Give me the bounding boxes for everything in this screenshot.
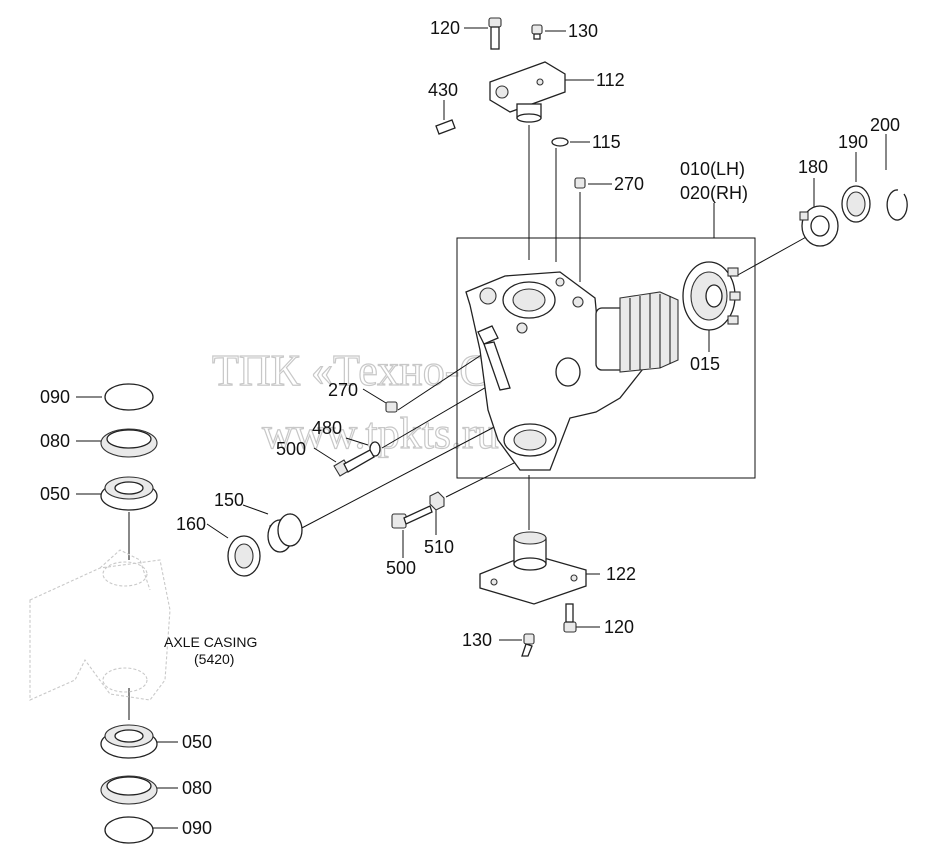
label-090-top: 090 (40, 387, 70, 407)
bolt-500-left (333, 449, 375, 477)
bolt-120-top (488, 17, 502, 50)
label-122: 122 (606, 564, 636, 584)
nut-510 (429, 491, 445, 511)
label-200: 200 (870, 115, 900, 135)
leader-lines (76, 27, 887, 829)
label-050-top: 050 (40, 484, 70, 504)
label-130-lower: 130 (462, 630, 492, 650)
kingpin-cap-122 (479, 531, 587, 605)
label-270-lower: 270 (328, 380, 358, 400)
knuckle-frame (456, 237, 756, 479)
label-500-lower: 500 (386, 558, 416, 578)
plug-270-upper (574, 177, 586, 189)
axle-casing-code: (5420) (194, 651, 234, 667)
thrust-washer-180 (799, 205, 839, 247)
label-160: 160 (176, 514, 206, 534)
label-430: 430 (428, 80, 458, 100)
label-015: 015 (690, 354, 720, 374)
callout-labels: 120 130 112 430 115 270 010(LH) 020(RH) … (40, 18, 900, 838)
label-510: 510 (424, 537, 454, 557)
label-120-lower: 120 (604, 617, 634, 637)
bearing-050-bottom (100, 724, 158, 759)
label-090-bottom: 090 (182, 818, 212, 838)
ring-015 (682, 261, 741, 331)
label-150: 150 (214, 490, 244, 510)
axle-casing-outline (29, 549, 171, 701)
bushing-150 (267, 513, 303, 553)
label-500-left: 500 (276, 439, 306, 459)
o-ring-115 (551, 137, 569, 147)
axle-casing-label: AXLE CASING (164, 634, 257, 650)
bearing-050-top (100, 476, 158, 511)
label-080-bottom: 080 (182, 778, 212, 798)
label-020-rh: 020(RH) (680, 183, 748, 203)
grease-nipple-130-top (531, 24, 543, 40)
snap-ring-200 (886, 189, 908, 221)
label-180: 180 (798, 157, 828, 177)
steering-knuckle-body (465, 271, 679, 471)
grease-nipple-130-lower (521, 633, 535, 657)
label-080-top: 080 (40, 431, 70, 451)
label-270-upper: 270 (614, 174, 644, 194)
washer-190 (841, 185, 871, 223)
o-ring-090-top (104, 383, 154, 411)
plug-270-lower (385, 401, 398, 413)
seal-080-bottom (100, 775, 158, 805)
pin-430 (435, 119, 456, 135)
label-480: 480 (312, 418, 342, 438)
label-130-top: 130 (568, 21, 598, 41)
label-115: 115 (592, 132, 621, 152)
o-ring-090-bottom (104, 816, 154, 844)
seal-080-top (100, 428, 158, 458)
label-050-bottom: 050 (182, 732, 212, 752)
label-120-top: 120 (430, 18, 460, 38)
bolt-120-lower (563, 603, 577, 633)
bolt-500-lower (391, 505, 433, 529)
label-112: 112 (596, 70, 625, 90)
label-190: 190 (838, 132, 868, 152)
washer-480 (369, 441, 381, 457)
label-010-lh: 010(LH) (680, 159, 745, 179)
kingpin-cap-112 (489, 61, 566, 123)
seal-160 (227, 535, 261, 577)
